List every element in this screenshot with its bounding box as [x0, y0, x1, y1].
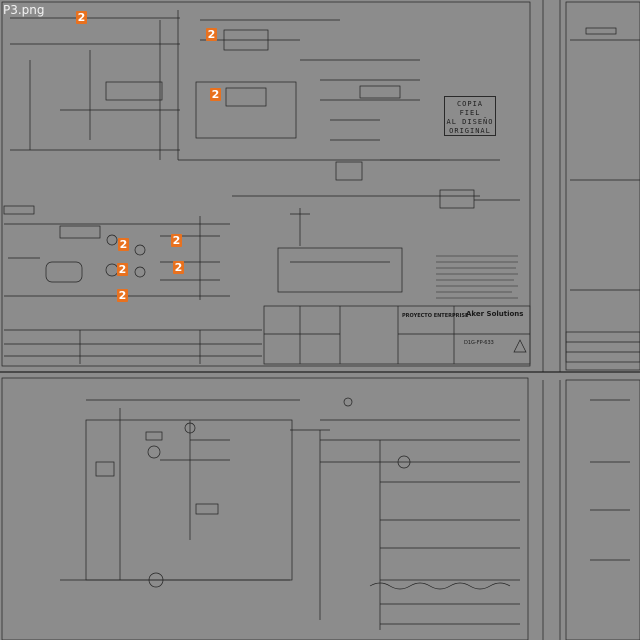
- project-name: PROYECTO ENTERPRISE: [402, 313, 469, 319]
- revision-marker[interactable]: 2: [210, 88, 221, 101]
- revision-marker[interactable]: 2: [118, 238, 129, 251]
- revision-marker[interactable]: 2: [206, 28, 217, 41]
- copy-stamp: COPIA FIEL AL DISEÑO ORIGINAL: [444, 96, 496, 136]
- revision-marker[interactable]: 2: [117, 263, 128, 276]
- stamp-line-1: COPIA FIEL: [456, 100, 484, 117]
- revision-marker[interactable]: 2: [171, 234, 182, 247]
- sheet-right-border: [565, 1, 640, 371]
- sheet-bottom-right-border: [565, 379, 640, 640]
- sheet-top-border: [1, 1, 531, 367]
- stamp-line-3: ORIGINAL: [449, 127, 491, 135]
- sheet-bottom-border: [1, 377, 529, 640]
- company-logo-text: Aker Solutions: [466, 310, 524, 318]
- drawing-number: D1G-FP-633: [464, 340, 494, 346]
- title-block: [263, 305, 531, 365]
- revision-marker[interactable]: 2: [76, 11, 87, 24]
- revision-marker[interactable]: 2: [173, 261, 184, 274]
- stamp-line-2: AL DISEÑO: [446, 118, 494, 126]
- revision-marker[interactable]: 2: [117, 289, 128, 302]
- file-name-label: P3.png: [3, 3, 45, 17]
